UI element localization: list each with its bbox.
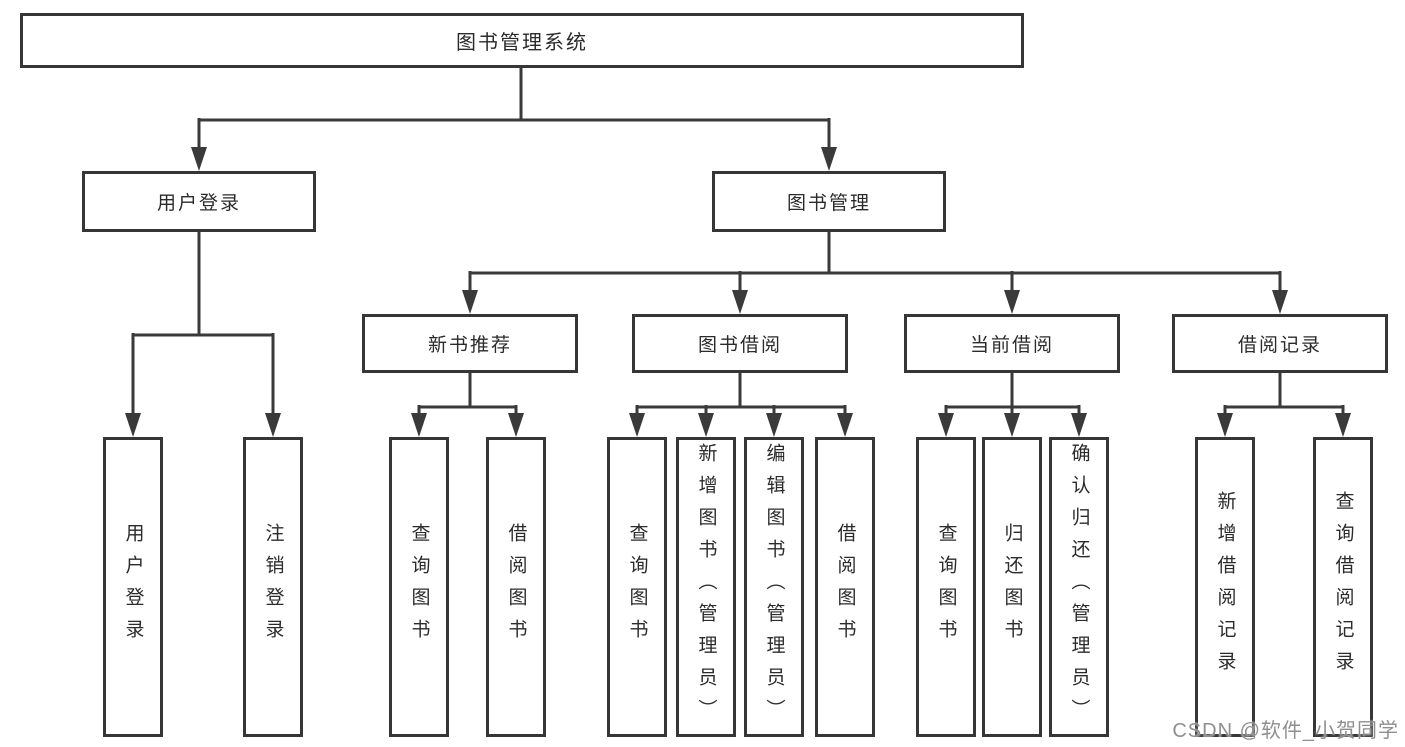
node-library-system: 图书管理系统 bbox=[20, 13, 1024, 68]
node-book-management: 图书管理 bbox=[712, 171, 946, 232]
arrowhead-icon bbox=[265, 413, 281, 437]
arrowhead-icon bbox=[1217, 413, 1233, 437]
node-new-book-recommend: 新书推荐 bbox=[362, 314, 578, 373]
node-label: 图书管理 bbox=[786, 193, 871, 214]
node-add-borrow-record: 新增借阅记录 bbox=[1195, 437, 1255, 737]
arrowhead-icon bbox=[462, 290, 478, 314]
node-label: 查询图书 bbox=[626, 523, 648, 651]
node-user-login: 用户登录 bbox=[82, 171, 316, 232]
node-label: 查询图书 bbox=[408, 523, 430, 651]
arrowhead-icon bbox=[1071, 413, 1087, 437]
arrowhead-icon bbox=[125, 413, 141, 437]
node-confirm-return-admin: 确认归还（管理员） bbox=[1049, 437, 1109, 737]
arrowhead-icon bbox=[698, 413, 714, 437]
arrowhead-icon bbox=[508, 413, 524, 437]
node-label: 注销登录 bbox=[262, 523, 284, 651]
node-borrow-records: 借阅记录 bbox=[1172, 314, 1388, 373]
node-label: 用户登录 bbox=[122, 523, 144, 651]
arrowhead-icon bbox=[766, 413, 782, 437]
node-label: 编辑图书（管理员） bbox=[763, 443, 785, 731]
node-borrow-books-1: 借阅图书 bbox=[486, 437, 546, 737]
connector-user-login bbox=[125, 232, 281, 437]
arrowhead-icon bbox=[191, 147, 207, 171]
node-label: 新书推荐 bbox=[427, 335, 512, 356]
arrowhead-icon bbox=[629, 413, 645, 437]
node-query-borrow-record: 查询借阅记录 bbox=[1313, 437, 1373, 737]
arrowhead-icon bbox=[732, 290, 748, 314]
node-label: 归还图书 bbox=[1001, 523, 1023, 651]
node-label: 图书借阅 bbox=[697, 335, 782, 356]
arrowhead-icon bbox=[1004, 290, 1020, 314]
connector-book-management bbox=[462, 232, 1288, 314]
node-query-books-2: 查询图书 bbox=[607, 437, 667, 737]
node-label: 查询借阅记录 bbox=[1332, 491, 1354, 683]
connector-current-borrow bbox=[938, 373, 1087, 437]
arrowhead-icon bbox=[837, 413, 853, 437]
node-label: 查询图书 bbox=[935, 523, 957, 651]
arrowhead-icon bbox=[1004, 413, 1020, 437]
node-borrow-books-2: 借阅图书 bbox=[815, 437, 875, 737]
csdn-watermark: CSDN @软件_小贺同学 bbox=[1172, 720, 1399, 742]
node-label: 借阅记录 bbox=[1237, 335, 1322, 356]
node-current-borrow: 当前借阅 bbox=[904, 314, 1120, 373]
node-logout: 注销登录 bbox=[243, 437, 303, 737]
arrowhead-icon bbox=[938, 413, 954, 437]
arrowhead-icon bbox=[1335, 413, 1351, 437]
arrowhead-icon bbox=[411, 413, 427, 437]
connector-root bbox=[191, 68, 837, 171]
node-label: 借阅图书 bbox=[505, 523, 527, 651]
node-login: 用户登录 bbox=[103, 437, 163, 737]
node-edit-books-admin: 编辑图书（管理员） bbox=[744, 437, 804, 737]
node-label: 用户登录 bbox=[156, 193, 241, 214]
node-label: 借阅图书 bbox=[834, 523, 856, 651]
node-add-books-admin: 新增图书（管理员） bbox=[676, 437, 736, 737]
arrowhead-icon bbox=[821, 147, 837, 171]
node-label: 图书管理系统 bbox=[456, 32, 588, 54]
connector-new-book-recommend bbox=[411, 373, 524, 437]
node-label: 新增借阅记录 bbox=[1214, 491, 1236, 683]
node-label: 确认归还（管理员） bbox=[1068, 443, 1090, 731]
node-label: 当前借阅 bbox=[969, 335, 1054, 356]
node-query-books-3: 查询图书 bbox=[916, 437, 976, 737]
node-label: 新增图书（管理员） bbox=[695, 443, 717, 731]
arrowhead-icon bbox=[1272, 290, 1288, 314]
connector-book-borrow bbox=[629, 373, 853, 437]
connector-borrow-records bbox=[1217, 373, 1351, 437]
node-book-borrow: 图书借阅 bbox=[632, 314, 848, 373]
node-return-books: 归还图书 bbox=[982, 437, 1042, 737]
node-query-books-1: 查询图书 bbox=[389, 437, 449, 737]
